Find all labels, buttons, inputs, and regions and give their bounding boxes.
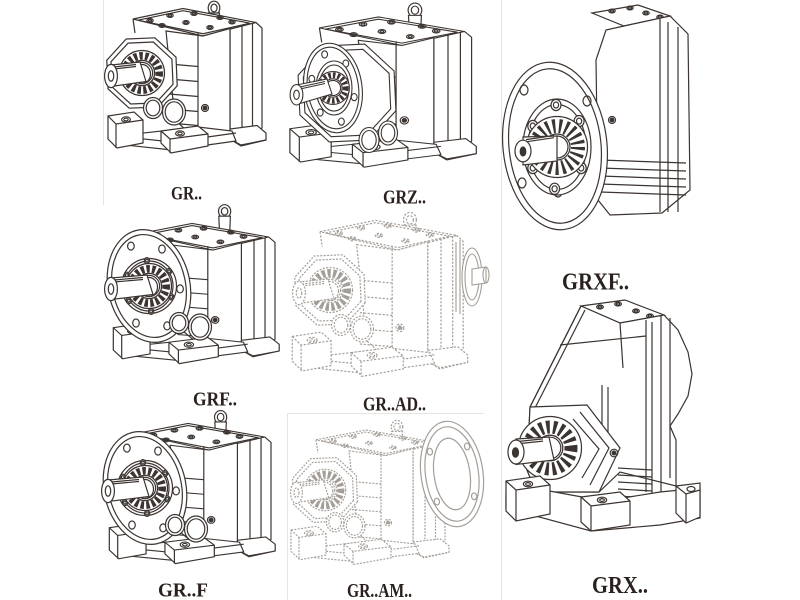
svg-text:GR..F: GR..F — [158, 580, 208, 600]
svg-text:GR..AM..: GR..AM.. — [347, 580, 412, 600]
svg-text:GRZ..: GRZ.. — [383, 187, 426, 209]
svg-text:GRX..: GRX.. — [592, 573, 648, 599]
svg-text:GRF..: GRF.. — [193, 389, 237, 411]
svg-text:GRXF..: GRXF.. — [562, 270, 629, 296]
svg-text:GR..: GR.. — [171, 184, 202, 205]
svg-text:GR..AD..: GR..AD.. — [363, 394, 426, 416]
